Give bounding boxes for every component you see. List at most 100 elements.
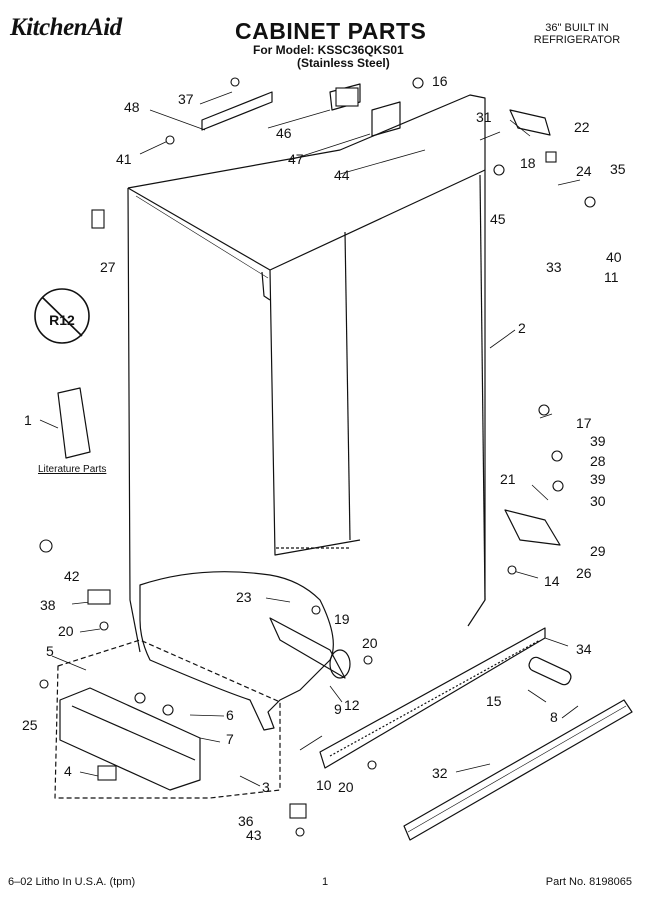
screw-icon [363, 655, 373, 665]
callout: 1 [24, 412, 32, 428]
leader-lines [39, 91, 581, 787]
appliance-type: 36" BUILT IN REFRIGERATOR [522, 22, 632, 46]
callout: 18 [520, 155, 536, 171]
callout: 40 [606, 249, 622, 265]
grommet-icon [162, 704, 174, 716]
callout: 15 [486, 693, 502, 709]
callout: 48 [124, 99, 140, 115]
callout: 22 [574, 119, 590, 135]
callout: 23 [236, 589, 252, 605]
callout: 9 [334, 701, 342, 717]
screw-icon [311, 605, 321, 615]
callout: 25 [22, 717, 38, 733]
screw-icon [493, 164, 505, 176]
callout: 5 [46, 643, 54, 659]
appliance-type-line1: 36" BUILT IN [545, 22, 609, 34]
screw-icon [99, 621, 109, 631]
page-title: CABINET PARTS [235, 18, 427, 44]
callout: 27 [100, 259, 116, 275]
base-rail [59, 687, 201, 791]
screw-icon [367, 760, 377, 770]
callout: 17 [576, 415, 592, 431]
callout: 45 [490, 211, 506, 227]
cabinet-cutaway [139, 571, 334, 731]
callout: 29 [590, 543, 606, 559]
callout: 11 [604, 269, 619, 285]
footer-part-number: Part No. 8198065 [545, 876, 632, 888]
bracket-icon [87, 589, 111, 605]
callout: 38 [40, 597, 56, 613]
fan-duct [269, 617, 346, 679]
bolt-icon [39, 539, 53, 553]
screw-icon [507, 565, 517, 575]
kickplate [403, 699, 633, 841]
callout-numbers: 1 2 3 4 5 6 7 8 9 10 11 12 14 15 16 17 1… [22, 73, 626, 843]
callout: 31 [476, 109, 492, 125]
callout: 44 [334, 167, 350, 183]
callout: 8 [550, 709, 558, 725]
literature-label: Literature Parts [38, 464, 106, 475]
model-number: For Model: KSSC36QKS01 [253, 43, 404, 57]
callout: 3 [262, 779, 270, 795]
literature-booklet [57, 387, 91, 459]
callout: 14 [544, 573, 560, 589]
clip-icon [289, 803, 307, 819]
callout: 20 [362, 635, 378, 651]
callout: 28 [590, 453, 606, 469]
callout: 20 [338, 779, 354, 795]
clip-icon [91, 209, 105, 229]
callout: 39 [590, 471, 606, 487]
screw-icon [552, 480, 564, 492]
base-dashed-outline [54, 639, 281, 799]
model-info: For Model: KSSC36QKS01 (Stainless Steel) [253, 44, 404, 70]
callout: 19 [334, 611, 350, 627]
top-bracket-3 [371, 101, 401, 137]
screw-icon [412, 77, 424, 89]
callout: 35 [610, 161, 626, 177]
callout: 43 [246, 827, 262, 843]
callout: 4 [64, 763, 72, 779]
screw-icon [538, 404, 550, 416]
callout: 2 [518, 320, 526, 336]
callout: 37 [178, 91, 194, 107]
footer-page-number: 1 [322, 876, 329, 888]
callout: 16 [432, 73, 448, 89]
callout: 12 [344, 697, 360, 713]
footer-print-info: 6–02 Litho In U.S.A. (tpm) [8, 876, 136, 888]
callout: 47 [288, 151, 304, 167]
clip-icon [545, 151, 557, 163]
callout: 36 [238, 813, 254, 829]
screw-icon [584, 196, 596, 208]
lower-hinge-bracket [504, 509, 561, 546]
clip-icon [97, 765, 117, 781]
callout: 21 [500, 471, 516, 487]
callout: 6 [226, 707, 234, 723]
screw-icon [39, 679, 49, 689]
cabinet-shell [127, 94, 486, 653]
top-bracket [201, 91, 273, 131]
no-r12-circle [34, 288, 90, 344]
roller [528, 656, 572, 686]
kitchenaid-logo: KitchenAid [10, 14, 122, 41]
callout: 42 [64, 568, 80, 584]
callout: 7 [226, 731, 234, 747]
callout: 46 [276, 125, 292, 141]
screw-icon [295, 827, 305, 837]
top-bracket-2 [329, 83, 361, 111]
screw-icon [230, 77, 240, 87]
callout: 33 [546, 259, 562, 275]
model-finish: (Stainless Steel) [297, 56, 390, 70]
upper-hinge-bracket [509, 109, 551, 136]
appliance-type-line2: REFRIGERATOR [533, 34, 621, 46]
duct-opening [329, 649, 351, 679]
bracket-icon [335, 87, 359, 107]
callout: 10 [316, 777, 332, 793]
r12-text: R12 [49, 312, 75, 328]
callout: 41 [116, 151, 132, 167]
callout: 39 [590, 433, 606, 449]
screw-icon [165, 135, 175, 145]
screw-icon [551, 450, 563, 462]
grommet-icon [134, 692, 146, 704]
callout: 30 [590, 493, 606, 509]
